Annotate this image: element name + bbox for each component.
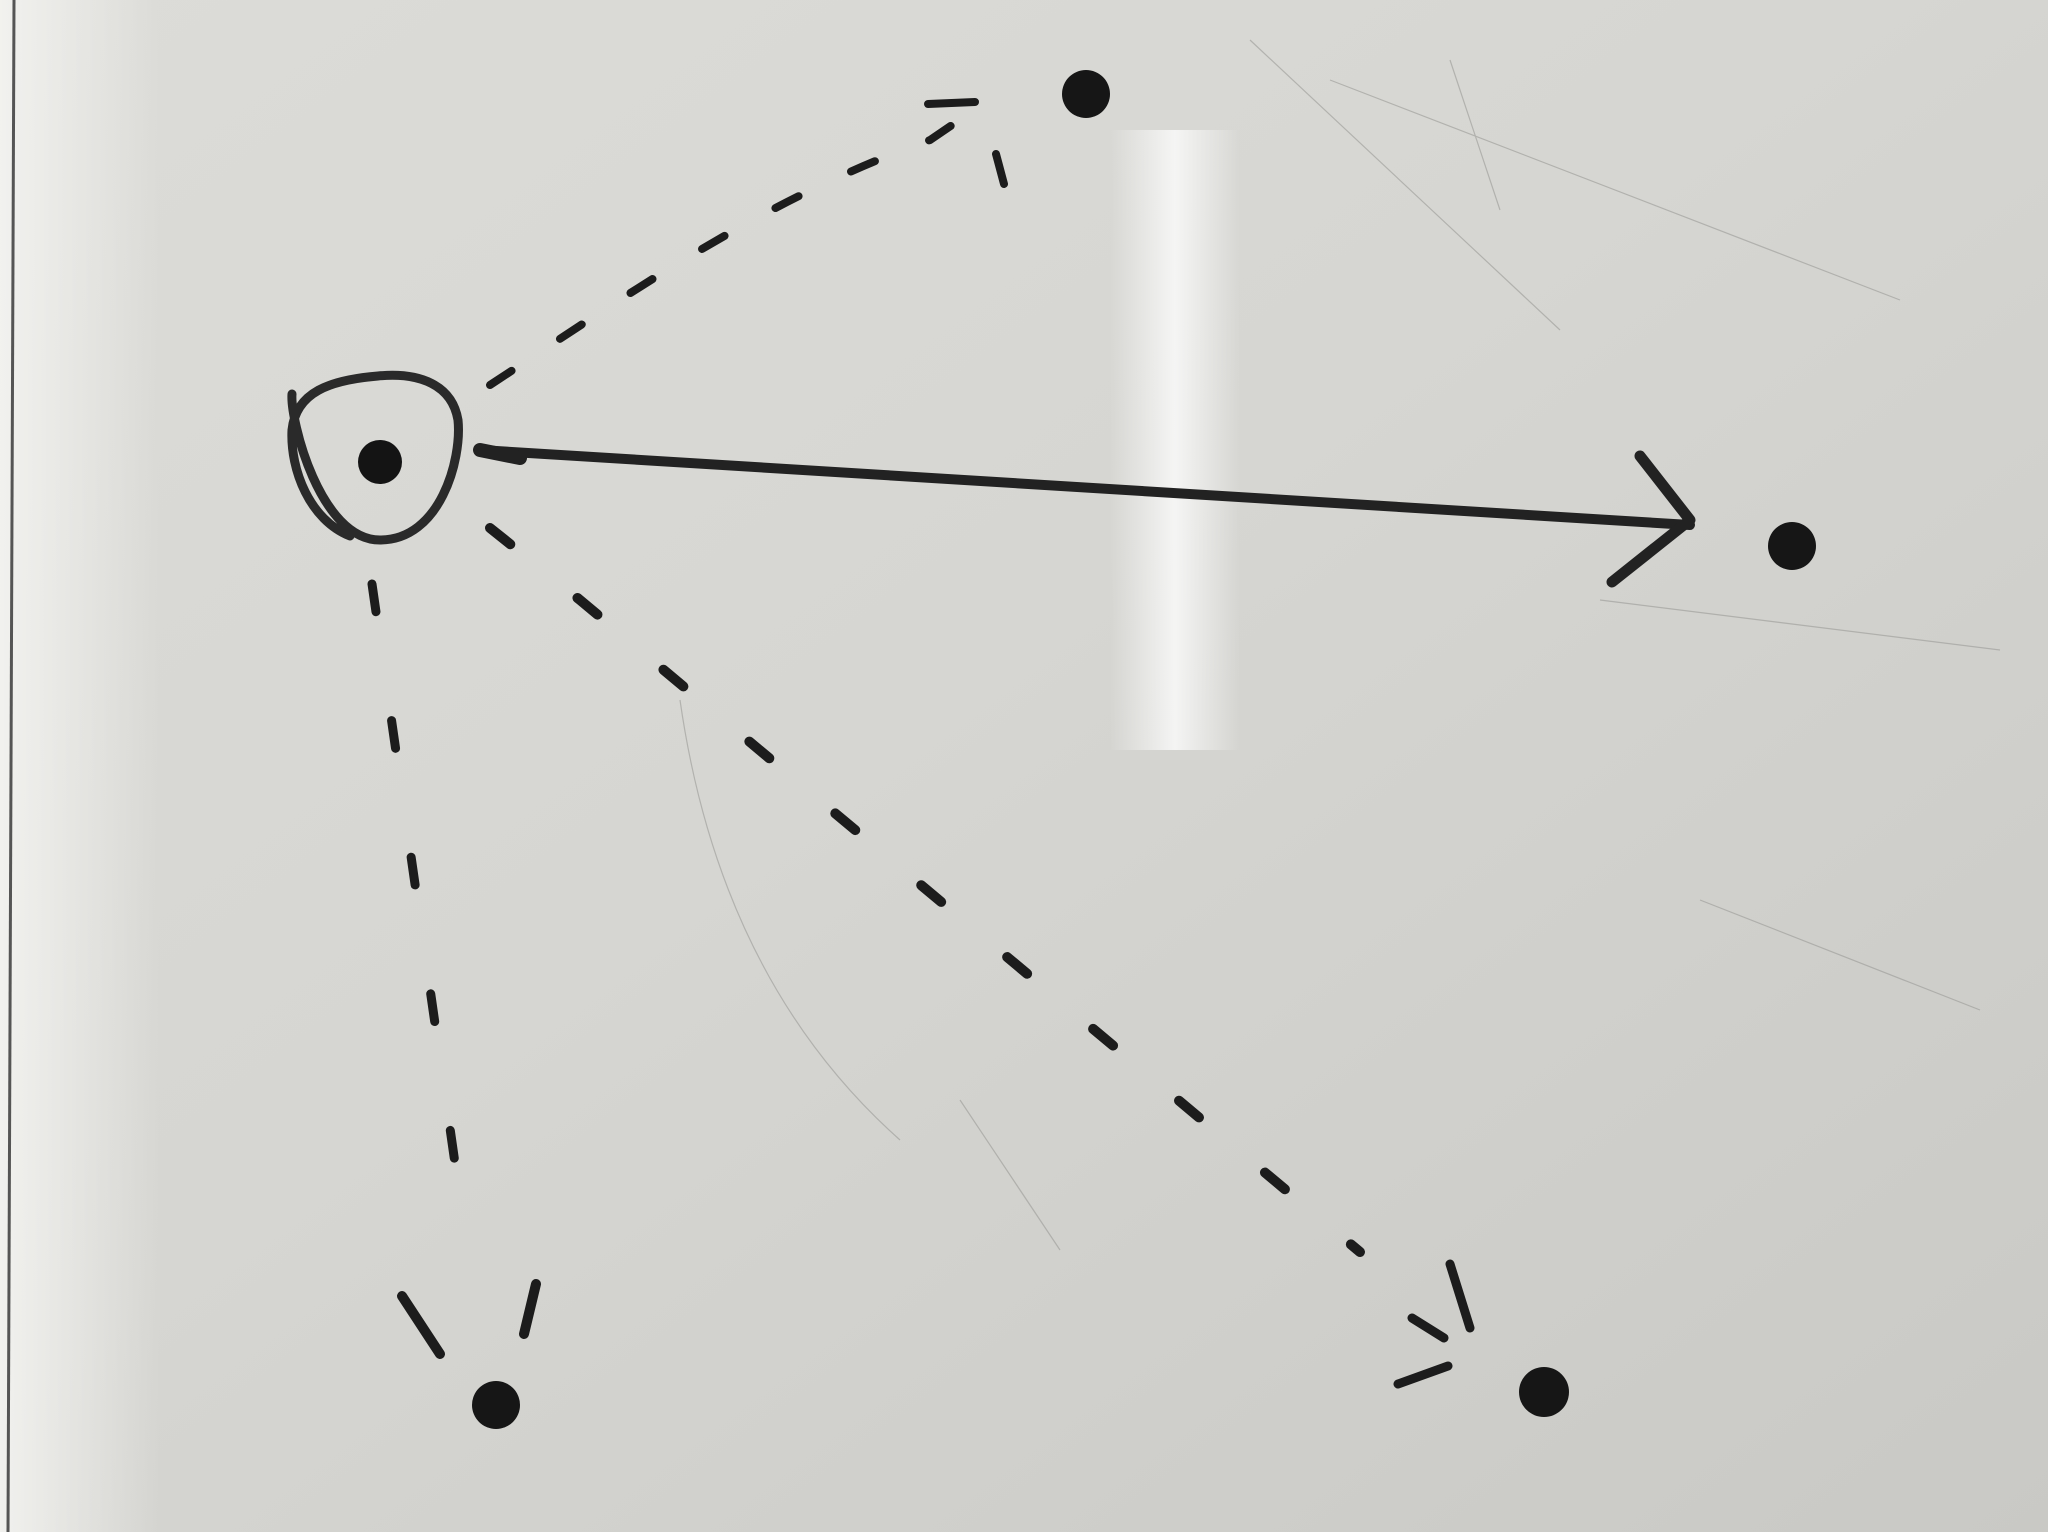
dashed-path-to-bottom-right-dot	[485, 523, 1365, 1257]
bottom-right-dot	[1519, 1367, 1569, 1417]
center-glare	[1110, 130, 1240, 750]
source-circled-dot	[287, 370, 463, 545]
top-dot-arrowhead	[924, 98, 1008, 188]
target-dots	[472, 70, 1816, 1429]
bottom-left-arrowhead	[397, 1279, 541, 1359]
bottom-left-dot	[472, 1381, 520, 1429]
scratches	[679, 39, 2001, 1251]
board-edge	[6, 0, 16, 1532]
dashed-path-to-top-dot	[486, 102, 984, 389]
left-glare	[0, 0, 160, 1532]
solid-arrow	[473, 443, 1696, 588]
source-dot	[358, 440, 402, 484]
dashed-path-to-bottom-left-dot	[367, 579, 471, 1245]
right-dot	[1768, 522, 1816, 570]
top-dot	[1062, 70, 1110, 118]
bottom-right-arrowhead	[1393, 1259, 1475, 1389]
